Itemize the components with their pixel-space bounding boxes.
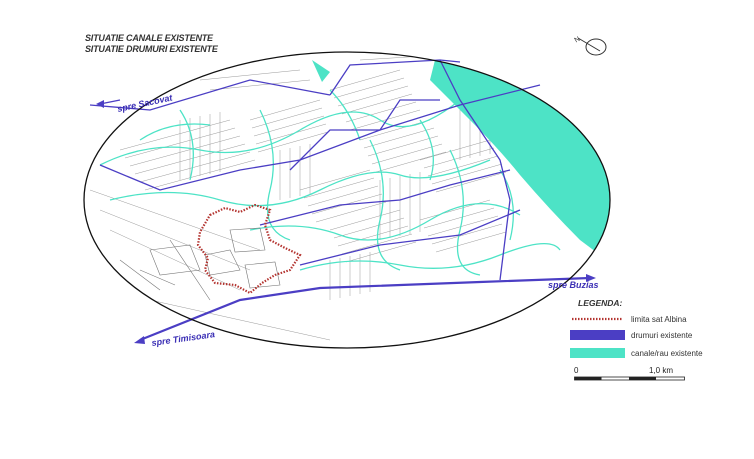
- village-buildings: [119, 227, 281, 301]
- label-road-east: spre Buzias: [548, 280, 599, 290]
- arrow-southwest-icon: [134, 336, 145, 344]
- north-arrow-icon: N: [574, 36, 607, 56]
- label-road-northwest: spre Sacovat: [116, 92, 174, 114]
- legend: LEGENDA: limita sat Albina drumuri exist…: [570, 298, 730, 358]
- village-limit: [196, 203, 302, 295]
- legend-item-roads: drumuri existente: [570, 330, 692, 340]
- legend-item-village-limit: limita sat Albina: [570, 314, 687, 324]
- pond-area: [312, 60, 330, 82]
- road-north: [329, 59, 461, 96]
- scale-bar: 0 1,0 km: [574, 366, 694, 390]
- road-south: [299, 209, 521, 266]
- parcel-lines: [89, 54, 507, 341]
- legend-item-canals: canale/rau existente: [570, 348, 703, 358]
- svg-text:N: N: [574, 36, 581, 45]
- road-middle: [259, 169, 511, 226]
- legend-title: LEGENDA:: [578, 298, 623, 308]
- canal-network: [99, 89, 561, 276]
- map-title-roads: SITUATIE DRUMURI EXISTENTE: [85, 44, 218, 54]
- legend-swatch-canals: [570, 348, 625, 358]
- map-title-canals: SITUATIE CANALE EXISTENTE: [85, 33, 213, 43]
- legend-label-roads: drumuri existente: [631, 330, 693, 340]
- road-main-south: [139, 276, 591, 342]
- road-inner: [289, 99, 440, 171]
- arrow-east-icon: [586, 274, 596, 282]
- legend-swatch-roads: [570, 330, 625, 340]
- scale-graphic: [574, 376, 685, 381]
- arrow-west-icon: [96, 100, 104, 108]
- legend-swatch-village-limit: [572, 317, 623, 321]
- scale-end-label: 1,0 km: [649, 366, 674, 375]
- map-frame: [83, 51, 611, 349]
- legend-label-village-limit: limita sat Albina: [631, 314, 687, 324]
- legend-label-canals: canale/rau existente: [631, 348, 703, 358]
- map-area: [89, 52, 610, 341]
- road-network: [89, 59, 541, 281]
- road-east: [439, 59, 511, 281]
- road-northwest: [89, 79, 331, 111]
- scale-start-label: 0: [574, 366, 579, 375]
